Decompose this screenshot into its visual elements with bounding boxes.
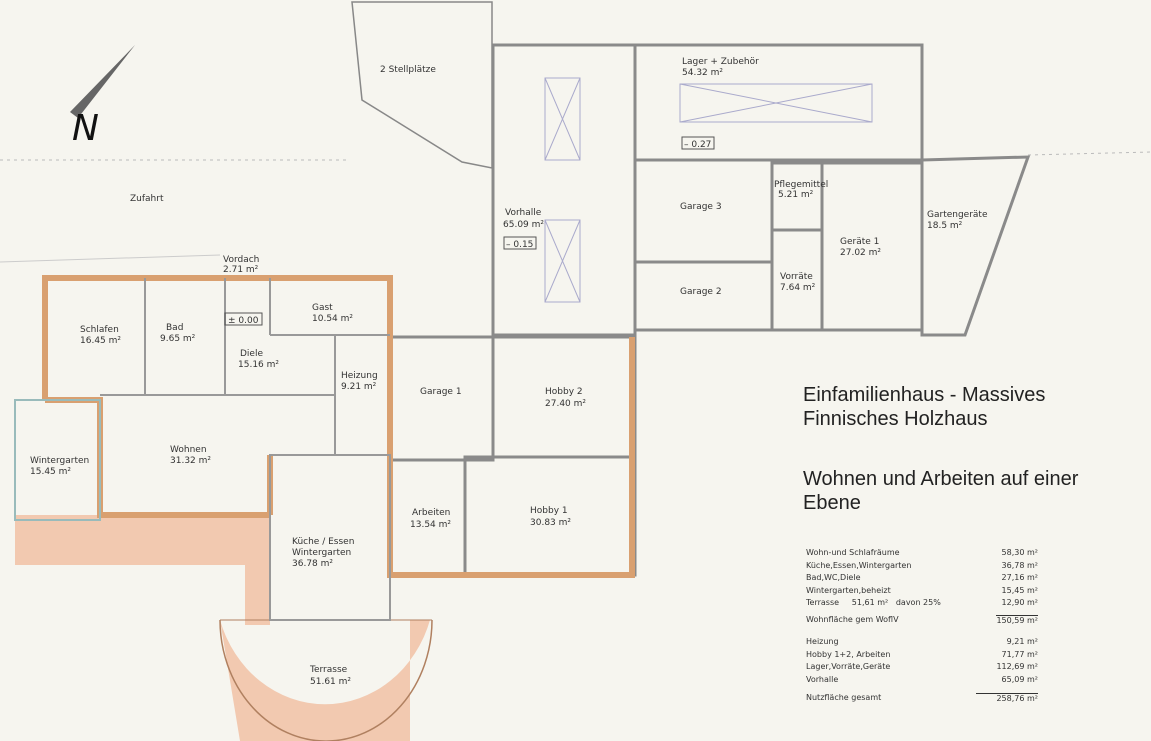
text-label: Heizung bbox=[806, 637, 839, 646]
text-label: 31.32 m² bbox=[170, 456, 211, 466]
text-label: 9.65 m² bbox=[160, 334, 196, 344]
title-line: Einfamilienhaus - Massives bbox=[803, 384, 1046, 406]
text-label: 258,76 m² bbox=[976, 693, 1038, 706]
site-line bbox=[0, 254, 221, 263]
text-label: 7.64 m² bbox=[780, 283, 816, 293]
text-label: 15,45 m² bbox=[1001, 585, 1038, 595]
text-label: 30.83 m² bbox=[530, 518, 571, 528]
text-label: 27,16 m² bbox=[1001, 573, 1038, 582]
text-label: Vorhalle bbox=[806, 674, 839, 684]
text-label: 10.54 m² bbox=[312, 314, 353, 324]
text-label: Küche,Essen,Wintergarten bbox=[806, 560, 912, 570]
text-label: Küche / Essen bbox=[292, 537, 354, 547]
subtitle-line: Wohnen und Arbeiten auf einer bbox=[803, 468, 1079, 490]
text-label: 51.61 m² bbox=[310, 677, 351, 687]
text-label: Bad,WC,Diele bbox=[806, 573, 861, 582]
text-label: Wintergarten bbox=[30, 456, 89, 466]
text-label: 54.32 m² bbox=[682, 68, 723, 78]
text-label: 18.5 m² bbox=[927, 221, 963, 231]
text-label: 2.71 m² bbox=[223, 265, 259, 275]
text-label: Heizung bbox=[341, 371, 378, 381]
text-label: Vorhalle bbox=[505, 208, 542, 218]
text-label: Lager,Vorräte,Geräte bbox=[806, 662, 891, 671]
text-label: Terrasse bbox=[309, 665, 348, 675]
text-label: Wohn-und Schlafräume bbox=[806, 548, 900, 557]
text-label: Gartengeräte bbox=[927, 210, 988, 220]
text-label: Nutzfläche gesamt bbox=[806, 693, 882, 702]
text-label: 65.09 m² bbox=[503, 220, 544, 230]
text-label: 58,30 m² bbox=[1001, 548, 1038, 557]
text-label: Hobby 1+2, Arbeiten bbox=[806, 649, 891, 659]
title-line: Finnisches Holzhaus bbox=[803, 408, 988, 430]
interior-walls bbox=[14, 278, 391, 621]
text-label: 16.45 m² bbox=[80, 336, 121, 346]
text-label: Garage 1 bbox=[420, 387, 462, 397]
text-label: 36.78 m² bbox=[292, 559, 333, 569]
text-label: Gast bbox=[312, 303, 333, 313]
text-label: 15.45 m² bbox=[30, 467, 71, 477]
property-line bbox=[1027, 151, 1151, 156]
subtitle: Wohnen und Arbeiten auf einer Ebene bbox=[803, 467, 1078, 515]
level-label: – 0.27 bbox=[684, 140, 711, 150]
text-label: Diele bbox=[240, 349, 263, 359]
north-arrow-icon: N bbox=[70, 45, 135, 149]
text-label: Lager + Zubehör bbox=[682, 57, 759, 67]
title: Einfamilienhaus - Massives Finnisches Ho… bbox=[803, 383, 1045, 431]
text-label: Hobby 1 bbox=[530, 506, 568, 516]
text-label: Bad bbox=[166, 323, 183, 333]
text-label: Garage 3 bbox=[680, 202, 722, 212]
level-marker bbox=[224, 312, 263, 326]
text-label: 112,69 m² bbox=[996, 662, 1038, 671]
text-label: Schlafen bbox=[80, 325, 119, 335]
driveway-label: Zufahrt bbox=[130, 194, 164, 204]
text-label: Geräte 1 bbox=[840, 237, 879, 247]
area-table: Wohn-und Schlafräume 58,30 m² Küche,Essen… bbox=[806, 548, 1038, 706]
text-label: Garage 2 bbox=[680, 287, 722, 297]
level-label: ± 0.00 bbox=[228, 316, 259, 326]
text-label: Pflegemittel bbox=[774, 180, 828, 190]
text-label: 36,78 m² bbox=[1001, 560, 1038, 570]
text-label: 13.54 m² bbox=[410, 520, 451, 530]
text-label: Vordach bbox=[223, 255, 259, 265]
parking-label: 2 Stellplätze bbox=[380, 65, 436, 75]
skylights bbox=[544, 77, 873, 303]
text-label: Hobby 2 bbox=[545, 387, 583, 397]
level-marker bbox=[681, 136, 715, 150]
text-label: 9,21 m² bbox=[1006, 637, 1038, 646]
terrace bbox=[15, 515, 433, 741]
text-label: 65,09 m² bbox=[1001, 674, 1038, 684]
level-marker bbox=[503, 236, 537, 250]
text-label: 27.02 m² bbox=[840, 248, 881, 258]
text-label: N bbox=[72, 108, 99, 149]
text-label: 12,90 m² bbox=[1001, 598, 1038, 607]
text-label: 71,77 m² bbox=[1001, 649, 1038, 659]
text-label: 5.21 m² bbox=[778, 190, 814, 200]
parking-area bbox=[351, 1, 493, 169]
subtitle-line: Ebene bbox=[803, 492, 861, 514]
text-label: Wintergarten,beheizt bbox=[806, 585, 891, 595]
text-label: Wintergarten bbox=[292, 548, 351, 558]
text-label: Arbeiten bbox=[412, 508, 450, 518]
text-label: 15.16 m² bbox=[238, 360, 279, 370]
text-label: Terrasse 51,61 m² davon 25% bbox=[806, 598, 941, 607]
level-label: – 0.15 bbox=[506, 240, 533, 250]
text-label: 150,59 m² bbox=[996, 614, 1038, 628]
text-label: Wohnen bbox=[170, 445, 207, 455]
text-label: 27.40 m² bbox=[545, 399, 586, 409]
text-label: 9.21 m² bbox=[341, 382, 377, 392]
text-label: Wohnfläche gem WoflV bbox=[806, 614, 899, 624]
text-label: Vorräte bbox=[780, 272, 813, 282]
